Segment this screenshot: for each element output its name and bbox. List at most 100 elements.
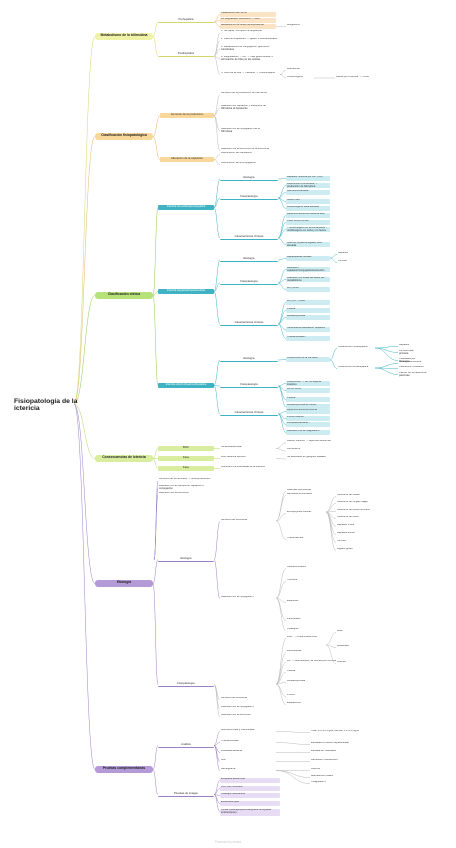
metab-post-extra3: Heces por urobilina → Orina: [336, 76, 369, 79]
etio-fisio_extra-2: Intensa: [337, 661, 346, 664]
connector: [277, 359, 287, 361]
connector: [213, 385, 221, 387]
clin-obs_intra-0: Hepatitis: [399, 344, 410, 347]
connector: [213, 207, 221, 239]
fisio-leaf-3: Alteración de la excreción de la bilirru…: [221, 148, 270, 151]
clin-hem_fisio-1: Bilirrubina elevada: [286, 190, 330, 195]
prueba-detalle-4: Anemia: [311, 768, 320, 771]
clin-group-1-1: Fisiopatología: [220, 280, 278, 285]
clin-obs_fisio-2: Coluria: [286, 397, 330, 402]
clin-hep_clinica-3: Síntomas de afectación hepática: [286, 327, 330, 332]
connector: [275, 581, 287, 599]
connector: [152, 207, 159, 296]
clin-hep_clinica-2: Acolia/hipocolia: [286, 315, 330, 320]
connector: [152, 448, 159, 459]
clin-obs_intra-2: Colestasis por fármacos: [399, 358, 416, 363]
etio-fisio_detalle-6: Esteatorrea: [287, 702, 301, 705]
prueba-imagen-0: Ecografía abdominal: [220, 778, 280, 783]
clin-hep_etiologia_extra-1: Cirrosis: [338, 260, 347, 263]
connector: [213, 115, 221, 152]
connector: [279, 74, 287, 79]
connector: [275, 520, 287, 540]
connector: [275, 597, 287, 621]
connector: [73, 136, 96, 405]
connector: [152, 769, 159, 795]
clin-hep_clinica-4: Transaminasas ↑: [286, 336, 330, 341]
clin-hep_clinica-1: Coluria: [286, 308, 330, 313]
connector: [275, 495, 287, 522]
connector: [374, 347, 399, 361]
clin-sub-2: Ictericia obstructiva/posthepática: [158, 383, 214, 388]
connector: [277, 383, 287, 387]
connector: [374, 367, 399, 375]
connector: [374, 363, 399, 369]
etio-leaf-2: Alteración en la excreción: [159, 492, 189, 495]
connector: [275, 568, 287, 599]
fisio-leaf-0: Aumento de la producción de bilirrubina: [221, 92, 267, 95]
connector: [213, 55, 221, 75]
cons-leaf-0: No atraviesa BHE: [221, 446, 242, 449]
branch-etiologia: Etiología: [95, 580, 153, 587]
prueba-detalle-0: Total: 0.3-1.2 mg/dl, directa: 0.1-0.3 m…: [311, 730, 359, 733]
connector: [275, 662, 287, 685]
connector: [277, 385, 287, 407]
connector: [73, 36, 96, 405]
connector: [374, 346, 399, 349]
etio-fisio_detalle-1: Hidrosoluble: [287, 650, 302, 653]
connector: [152, 21, 159, 37]
fisio-sub-1: Alteración de la captación: [160, 157, 214, 162]
prueba-analisis-0: Bilirrubina total y fraccionada: [221, 729, 255, 732]
connector: [277, 222, 287, 239]
clin-hep_clinica-0: BC y BI ↑ mixta: [286, 300, 330, 305]
etio-causas_prehepaticas-3: Transfusiones: [287, 537, 304, 540]
fisio-leaf2-1: Disminución de la conjugación: [221, 162, 257, 165]
etio-fisio-leaf-1: Alteración en la conjugación: [221, 706, 254, 709]
prueba-analisis-3: GGT: [221, 759, 227, 762]
etio-fisio_detalle-5: Prurito: [287, 694, 295, 697]
prueba-detalle-5: Marcadores virales: [311, 775, 333, 778]
clin-hep_etiologia_extra-0: Hepatitis: [338, 252, 349, 255]
connector: [277, 413, 287, 433]
etio-fisio_extra-1: Moderada: [337, 645, 349, 648]
clin-obs_extra-1: Cálculos en colédoco: [399, 366, 424, 369]
connector: [277, 197, 287, 209]
clin-group-1-2: Características clínicas: [220, 321, 278, 326]
clin-obs_etiologia_extra-1: Obstrucción extrahepática: [338, 366, 369, 369]
connector: [277, 229, 287, 239]
connector: [329, 257, 338, 263]
connector: [213, 731, 221, 746]
prueba-imagen-2: Colangio-resonancia: [220, 793, 280, 798]
metab-post-extra-0: Bilirrubinas: [287, 68, 300, 71]
etio-leaf-1: Alteración en el transporte, captación o…: [159, 485, 204, 491]
prueba-imagen-4: CPRE (Colangiopancreatografía retrógrada…: [220, 809, 280, 816]
etio-causas_hepaticas-7: Hígado graso: [337, 548, 353, 551]
connector: [152, 458, 159, 469]
connector: [213, 259, 221, 292]
prueba-detalle-1: Elevadas en lesión hepatocelular: [311, 742, 350, 745]
etio-causas_hepaticas-4: Hepatitis vírica: [337, 524, 355, 527]
connector: [213, 291, 221, 325]
connector: [277, 269, 287, 284]
clin-obs_etiologia_extra-0: Obstrucción intrahepática: [338, 346, 368, 349]
branch-consecuencias: Consecuencias de ictericia: [95, 455, 153, 462]
prueba-sub-1: Pruebas de imagen: [158, 792, 214, 797]
branch-clasificacion_fisio: Clasificación fisiopatológica: [95, 133, 153, 140]
connector: [152, 559, 159, 584]
connector: [73, 403, 96, 459]
clin-obs_etiologia-0: Obstrucción de la vía biliar: [286, 357, 330, 362]
connector: [275, 597, 287, 631]
etio-leaf-0: Aumento de la hemólisis → sobreproducció…: [159, 478, 211, 481]
etio-causas_posthepaticas-2: Estenosis: [287, 600, 299, 603]
etio-causas_hepaticas-5: Hepatitis tóxica: [337, 532, 355, 535]
clin-sub-0: Ictericia hemolítica/prehepática: [158, 205, 214, 210]
metab-post-leaf-2: 3. Metabolismo de conjugación: glucuroni…: [221, 46, 270, 52]
connector: [213, 385, 221, 415]
connector: [213, 159, 221, 165]
connector: [213, 197, 221, 208]
metab-pre-extra: Mioglobina: [287, 24, 300, 27]
clin-obs_intra-1: Cirrosis biliar primaria: [399, 350, 414, 355]
connector: [325, 644, 337, 648]
cons-extra-0-1: Kernicterus: [287, 448, 301, 451]
etio-group-1: Alteración en la conjugación: [221, 596, 254, 599]
connector: [275, 742, 311, 745]
